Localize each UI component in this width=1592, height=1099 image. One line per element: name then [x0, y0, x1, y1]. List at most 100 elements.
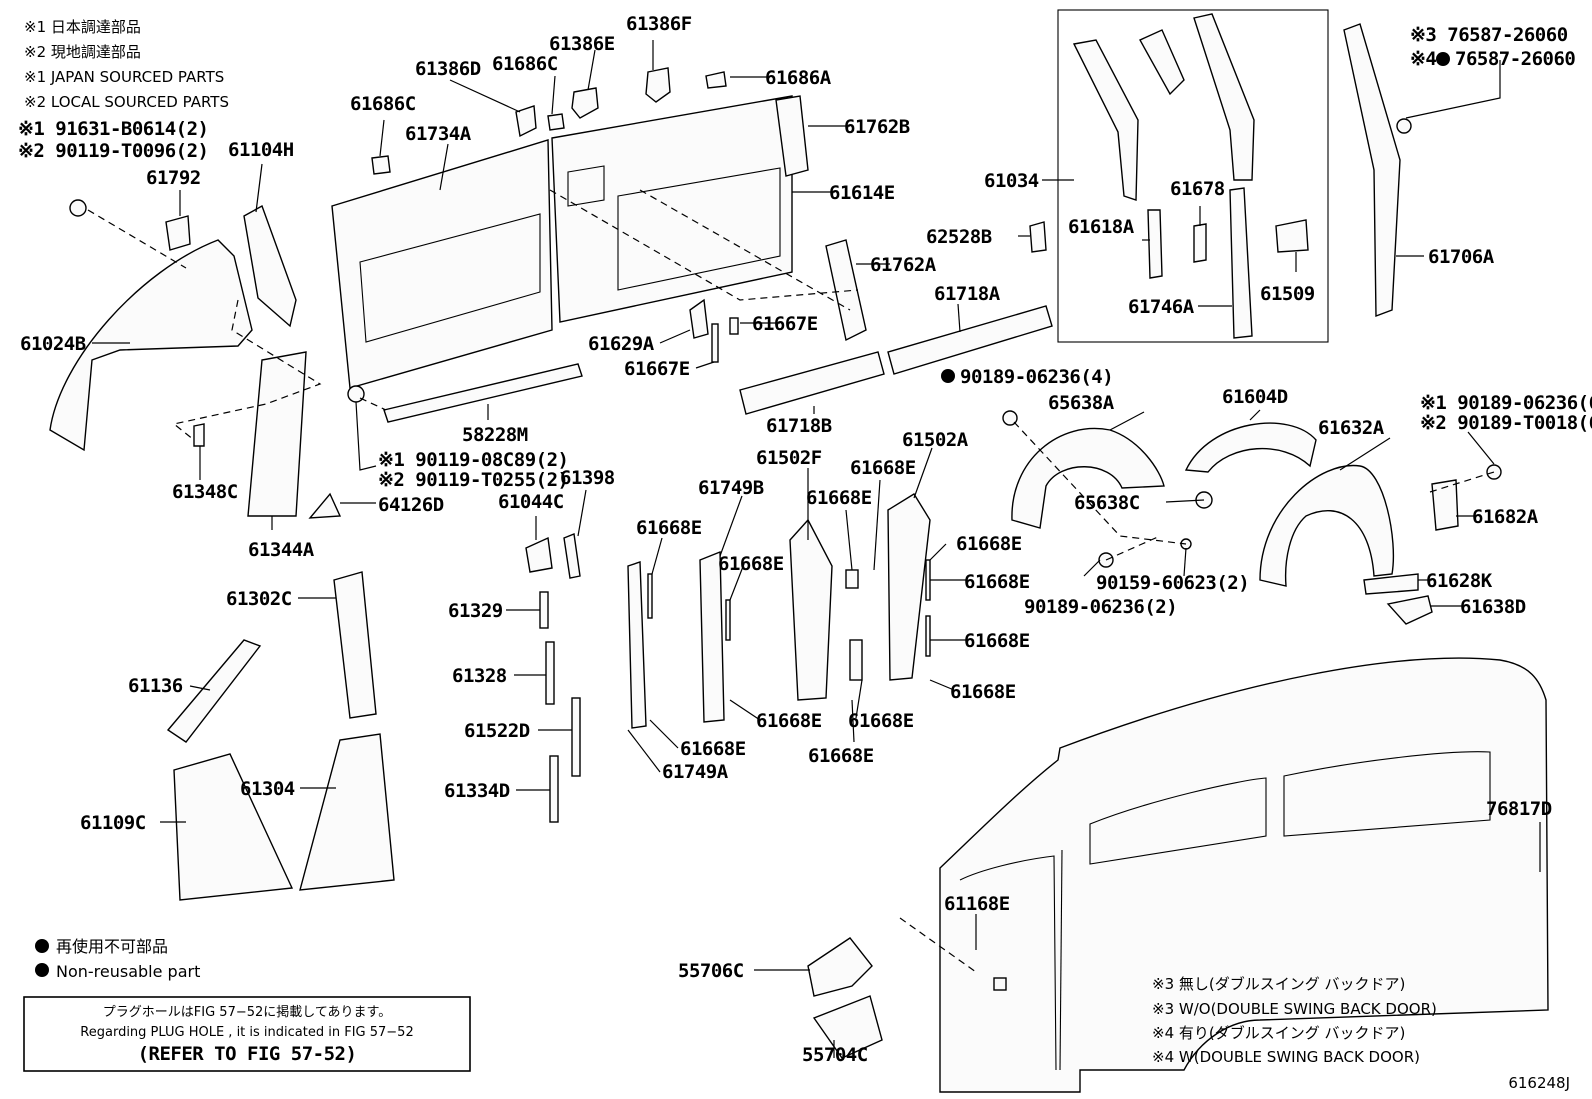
door-note-3: ※4 有り(ダブルスイング バックドア) [1152, 1024, 1405, 1042]
pillar-61304 [299, 733, 395, 891]
van-window-1 [1089, 777, 1267, 865]
bracket-61792 [165, 215, 191, 251]
bracket-62528b [1029, 221, 1047, 253]
legend-dot-jp [35, 939, 49, 953]
strip-61329 [539, 591, 549, 629]
liner-61604d [1184, 422, 1317, 473]
label-61762a: 61762A [870, 254, 937, 276]
pillar-61618a [1147, 209, 1163, 279]
plug-hole-jp: プラグホールはFIG 57−52に掲載してあります。 [103, 1004, 391, 1020]
rail-58228m [383, 363, 583, 423]
door-note-4: ※4 W(DOUBLE SWING BACK DOOR) [1152, 1048, 1420, 1066]
strip-61668e-1 [647, 573, 653, 619]
fastener-76587-26060-3: ※3 76587-26060 [1410, 24, 1568, 46]
label-61718a: 61718A [934, 283, 1001, 305]
parts-drawings [49, 9, 1549, 1093]
label-61348c: 61348C [172, 481, 238, 503]
fastener-90119-t0255: ※2 90119-T0255(2) [378, 469, 568, 491]
label-61667e-b: 61667E [624, 358, 690, 380]
label-61502f: 61502F [756, 447, 822, 469]
label-61668e-8: 61668E [950, 681, 1016, 703]
liner-61632a [1259, 464, 1395, 587]
bracket-61348c [193, 423, 205, 447]
van-body [939, 657, 1549, 1093]
label-61706a: 61706A [1428, 246, 1495, 268]
label-61668e-6: 61668E [964, 571, 1030, 593]
arch-61024b [49, 239, 253, 452]
legend-text-jp: 再使用不可部品 [56, 937, 168, 956]
fastener-90189-06236-6: ※1 90189-06236(6) [1420, 392, 1592, 414]
fastener-91631-b0614: ※1 91631-B0614(2) [18, 118, 208, 140]
label-61718b: 61718B [766, 415, 832, 437]
label-65638a: 65638A [1048, 392, 1115, 414]
note-local-sourced-en: ※2 LOCAL SOURCED PARTS [24, 93, 229, 111]
bracket-64126d [308, 492, 342, 519]
panel-61614e-window [617, 167, 781, 291]
pillar-61749a [627, 561, 647, 729]
bracket-61386d [515, 105, 537, 138]
fastener-90189-06236-2: 90189-06236(2) [1024, 596, 1177, 618]
label-61668e-11: 61668E [808, 745, 874, 767]
label-61502a: 61502A [902, 429, 969, 451]
strip-61334d [549, 755, 559, 823]
label-61386f: 61386F [626, 13, 692, 35]
label-61104h: 61104H [228, 139, 294, 161]
bracket-61686a [705, 71, 727, 89]
bracket-61686c-a [547, 113, 565, 131]
label-61734a: 61734A [405, 123, 472, 145]
plug-hole-note: プラグホールはFIG 57−52に掲載してあります。 Regarding PLU… [23, 996, 471, 1072]
pillar-61706a [1343, 23, 1401, 318]
fastener-90119-08c89: ※1 90119-08C89(2) [378, 449, 568, 471]
pillar-61762a [825, 239, 867, 342]
legend-text-en: Non-reusable part [56, 962, 200, 981]
label-61614e: 61614E [829, 182, 895, 204]
label-61522d: 61522D [464, 720, 530, 742]
label-61632a: 61632A [1318, 417, 1385, 439]
label-61044c: 61044C [498, 491, 564, 513]
label-61618a: 61618A [1068, 216, 1135, 238]
pillar-61502f [789, 518, 833, 701]
label-61686c-a: 61686C [492, 53, 558, 75]
leader-lines [87, 40, 1541, 1058]
label-61686a: 61686A [765, 67, 832, 89]
label-55704c: 55704C [802, 1044, 868, 1066]
strip-61668e-3 [845, 569, 859, 589]
pillar-61109c [173, 753, 294, 901]
label-61668e-4: 61668E [806, 487, 872, 509]
label-61328: 61328 [452, 665, 507, 687]
strip-61328 [545, 641, 555, 705]
door-note-1: ※3 無し(ダブルスイング バックドア) [1152, 975, 1405, 993]
figure-id: 616248J [1508, 1074, 1570, 1092]
label-61509: 61509 [1260, 283, 1315, 305]
van-door-line [1059, 849, 1063, 1071]
pillar-61344a [247, 351, 307, 517]
label-61749a: 61749A [662, 761, 729, 783]
label-61686c-b: 61686C [350, 93, 416, 115]
pillar-61034-c [1193, 13, 1255, 181]
part-61168e [993, 977, 1007, 991]
label-61168e: 61168E [944, 893, 1010, 915]
clip-76587 [1396, 118, 1412, 134]
label-61302c: 61302C [226, 588, 292, 610]
label-61668e-3: 61668E [850, 457, 916, 479]
pillar-61302c [333, 571, 377, 719]
label-61304: 61304 [240, 778, 295, 800]
plug-hole-box [23, 996, 471, 1072]
label-61109c: 61109C [80, 812, 146, 834]
pillar-61746a [1229, 187, 1253, 339]
frame-61034 [1057, 9, 1329, 343]
liner-65638a [1011, 427, 1165, 529]
label-61668e-7: 61668E [964, 630, 1030, 652]
plug-hole-en: Regarding PLUG HOLE , it is indicated in… [80, 1025, 413, 1040]
pillar-61749b [699, 550, 725, 723]
non-reusable-dot-90189-4 [941, 369, 955, 383]
label-61136: 61136 [128, 675, 183, 697]
label-61034: 61034 [984, 170, 1039, 192]
pillar-61034-b [1139, 29, 1185, 96]
strip-61668e-2 [725, 599, 731, 641]
panel-61734a-window [359, 213, 541, 343]
clip-90189-6 [1486, 464, 1502, 480]
fastener-76587-26060-4: 76587-26060 [1455, 48, 1575, 70]
bracket-61638d [1386, 595, 1433, 625]
